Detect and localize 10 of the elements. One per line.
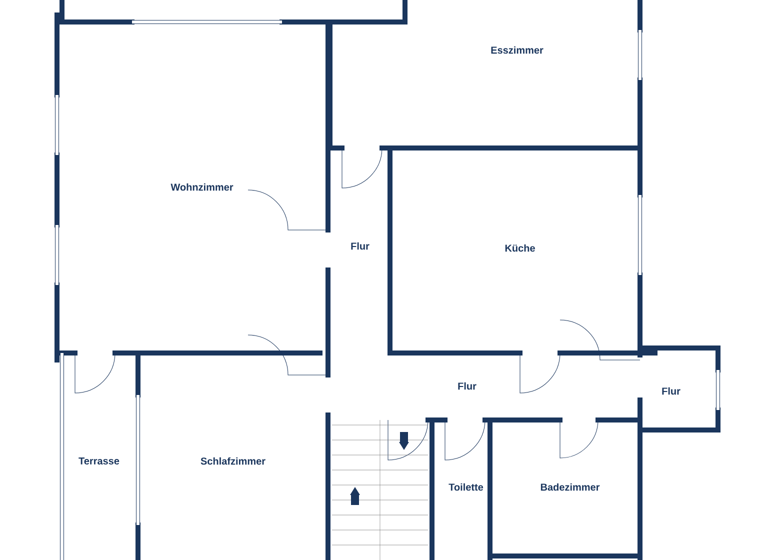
room-label: Flur — [351, 242, 370, 250]
room-label: Flur — [662, 387, 680, 395]
room-label: Badezimmer — [540, 483, 600, 491]
room-label: Wohnzimmer — [170, 183, 234, 191]
room-label: Esszimmer — [491, 46, 544, 54]
room-label: Schlafzimmer — [200, 457, 266, 465]
room-label: Küche — [505, 244, 535, 252]
room-label: Terrasse — [78, 458, 120, 464]
room-label: Flur — [458, 382, 476, 390]
room-label: Toilette — [448, 483, 484, 491]
